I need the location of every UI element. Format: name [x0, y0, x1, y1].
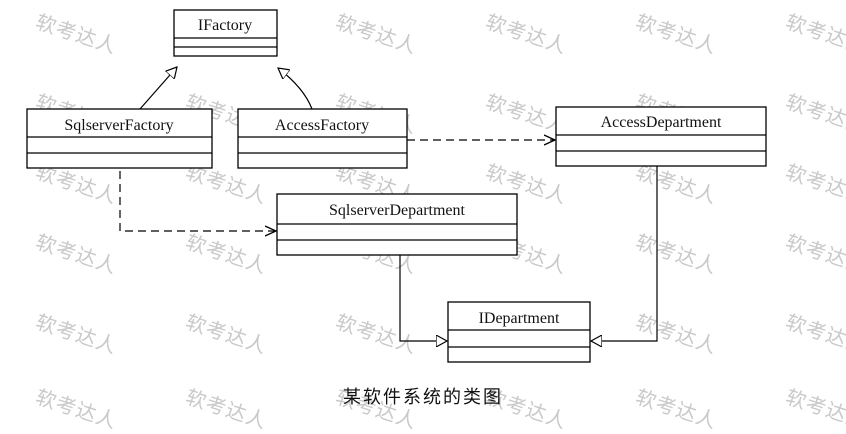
class-sqlserver-factory[interactable]: SqlserverFactory: [26, 108, 213, 169]
class-ifactory[interactable]: IFactory: [173, 9, 278, 57]
diagram-caption: 某软件系统的类图: [343, 387, 503, 408]
class-name: SqlserverFactory: [64, 117, 173, 134]
class-name: SqlserverDepartment: [329, 202, 466, 219]
realization-access-department: [591, 166, 658, 341]
class-name: AccessDepartment: [601, 114, 722, 131]
class-name: AccessFactory: [275, 117, 369, 134]
class-name: IDepartment: [479, 310, 560, 327]
class-name: IFactory: [198, 17, 252, 34]
class-access-factory[interactable]: AccessFactory: [237, 108, 408, 169]
class-sqlserver-department[interactable]: SqlserverDepartment: [276, 193, 518, 256]
realization-sqlserver-department: [399, 255, 447, 341]
class-access-department[interactable]: AccessDepartment: [555, 106, 767, 167]
dependency-sqlserver-factory-to-sqlserver-department: [119, 171, 276, 231]
generalization-sqlserver-factory: [139, 67, 177, 110]
class-idepartment[interactable]: IDepartment: [447, 301, 591, 363]
generalization-access-factory: [278, 68, 313, 110]
